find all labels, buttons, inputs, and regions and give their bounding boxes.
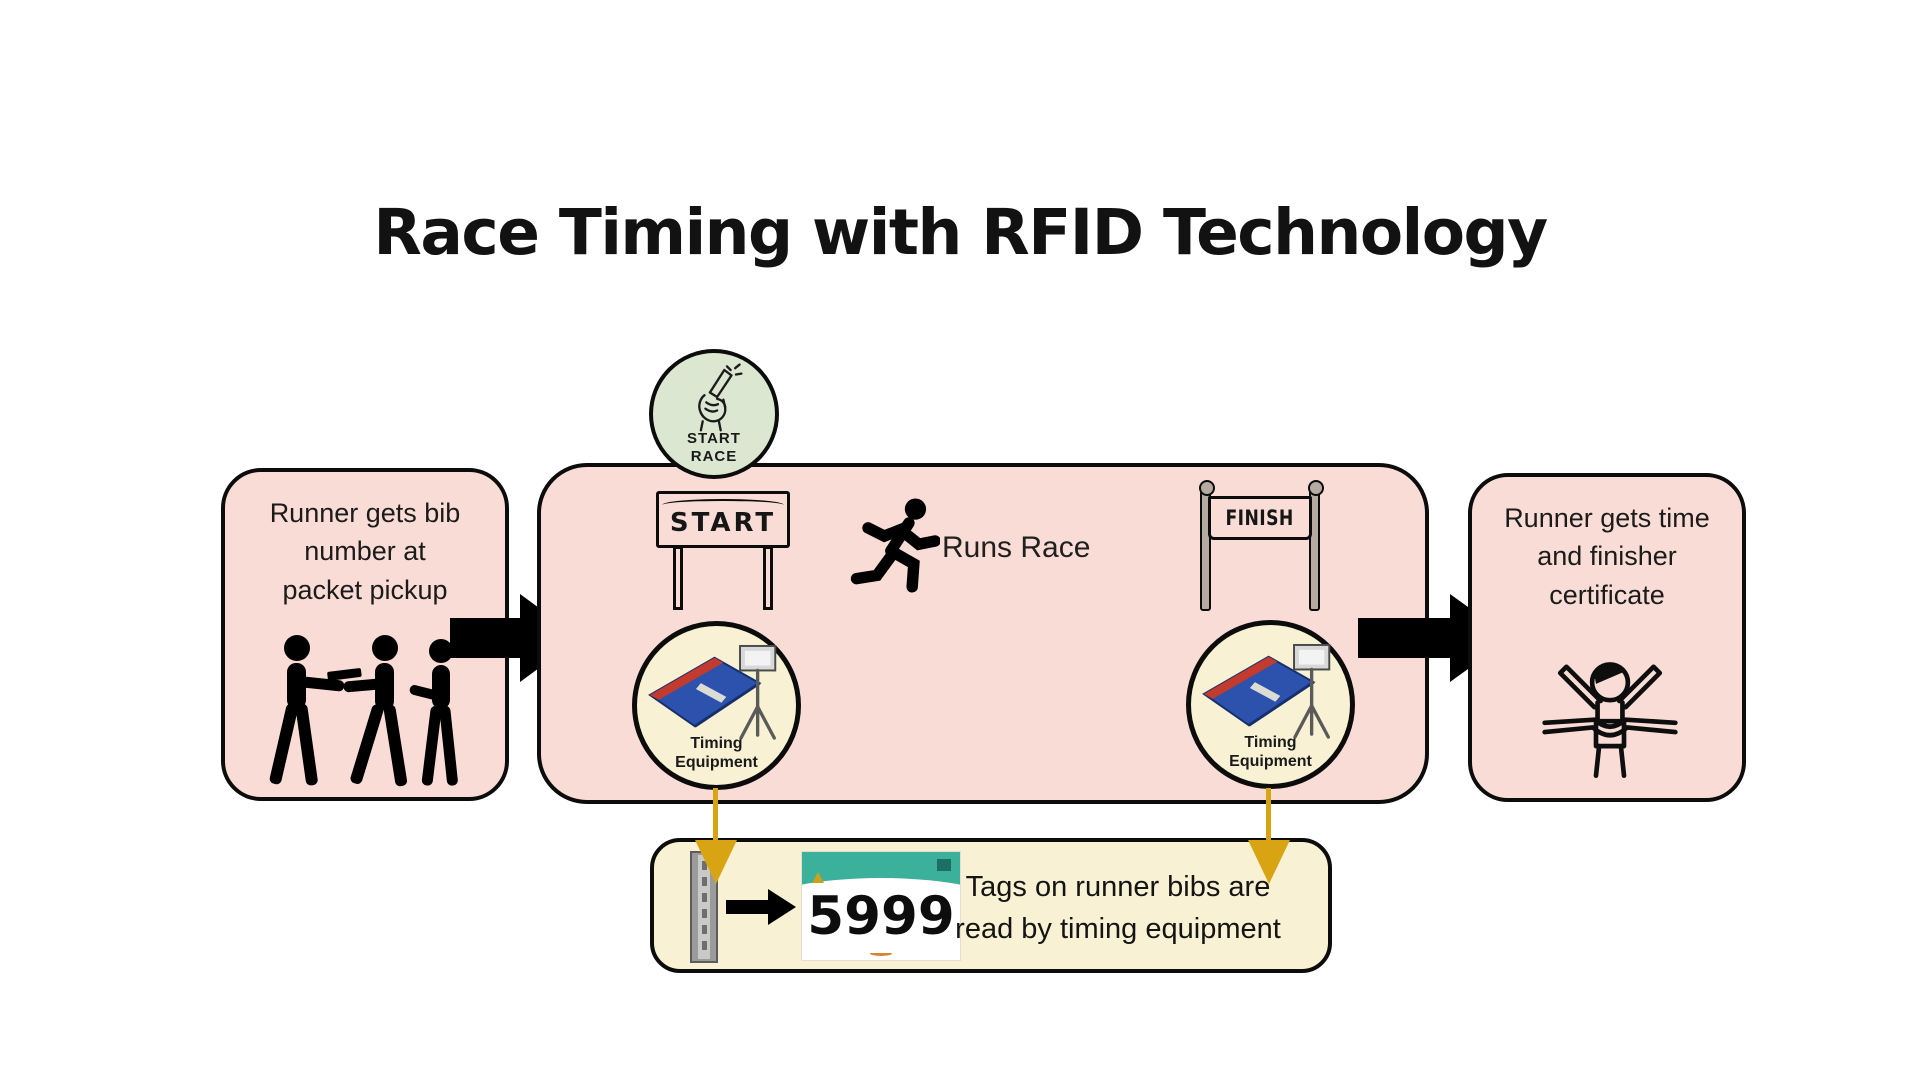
finisher-icon bbox=[1542, 662, 1678, 778]
timing-equipment-circle-start: Timing Equipment bbox=[632, 621, 801, 790]
text-line: and finisher bbox=[1537, 541, 1677, 572]
banner-leg bbox=[763, 546, 773, 610]
connector-line-start bbox=[713, 788, 718, 850]
text-line: Equipment bbox=[675, 753, 758, 771]
start-race-circle: START RACE bbox=[649, 349, 779, 479]
start-banner-label: START bbox=[669, 507, 777, 538]
timing-equipment-circle-finish: Timing Equipment bbox=[1186, 620, 1355, 789]
text-line: START bbox=[687, 429, 741, 447]
timing-equipment-icon bbox=[648, 644, 777, 740]
start-banner-icon: START bbox=[656, 491, 790, 611]
packet-pickup-people-icon bbox=[269, 635, 458, 787]
finish-banner-icon: FINISH bbox=[1196, 480, 1324, 611]
text-line: Runner gets bib bbox=[269, 498, 461, 528]
start-race-label: START RACE bbox=[653, 430, 775, 468]
tag-arrow-right-icon bbox=[726, 889, 796, 925]
timing-equipment-label: Timing Equipment bbox=[1191, 734, 1350, 771]
packet-pickup-text: Runner gets bib number at packet pickup bbox=[225, 494, 505, 609]
text-line: Tags on runner bibs are bbox=[965, 871, 1271, 903]
text-line: certificate bbox=[1549, 579, 1665, 610]
gold-arrow-down-icon bbox=[695, 840, 737, 884]
page-title: Race Timing with RFID Technology bbox=[373, 196, 1548, 269]
runs-race-label: Runs Race bbox=[942, 531, 1091, 564]
timing-equipment-icon bbox=[1202, 643, 1331, 739]
finisher-text: Runner gets time and finisher certificat… bbox=[1472, 499, 1742, 614]
text-line: read by timing equipment bbox=[955, 913, 1281, 946]
timing-equipment-label: Timing Equipment bbox=[637, 735, 796, 772]
bib-wave bbox=[802, 878, 960, 938]
tag-reading-text: Tags on runner bibs are read by timing e… bbox=[948, 866, 1288, 950]
finish-banner-label: FINISH bbox=[1225, 506, 1295, 530]
start-sign: START bbox=[656, 491, 790, 548]
bib-number: 5999 bbox=[807, 886, 955, 947]
race-bib: 5999 bbox=[802, 852, 960, 960]
text-line: Timing bbox=[690, 735, 743, 753]
finish-pole bbox=[1199, 480, 1215, 611]
text-line: packet pickup bbox=[282, 574, 448, 605]
text-line: Timing bbox=[1244, 734, 1297, 752]
finish-pole bbox=[1308, 480, 1324, 611]
finisher-box: Runner gets time and finisher certificat… bbox=[1468, 473, 1746, 802]
finish-band: FINISH bbox=[1208, 496, 1312, 540]
starter-pistol-icon bbox=[698, 363, 743, 432]
text-line: Runner gets time bbox=[1504, 503, 1710, 533]
connector-line-finish bbox=[1266, 788, 1271, 850]
bib-sponsor-mark bbox=[870, 951, 892, 956]
banner-leg bbox=[673, 546, 683, 610]
text-line: Equipment bbox=[1229, 752, 1312, 770]
text-line: number at bbox=[304, 536, 426, 567]
gold-arrow-down-icon bbox=[1248, 840, 1290, 884]
tag-reading-box: 5999 Tags on runner bibs are read by tim… bbox=[650, 838, 1332, 973]
bib-logo-right bbox=[937, 859, 951, 871]
bib-logo-left bbox=[812, 872, 824, 883]
text-line: RACE bbox=[690, 448, 738, 466]
runner-icon bbox=[850, 498, 940, 593]
